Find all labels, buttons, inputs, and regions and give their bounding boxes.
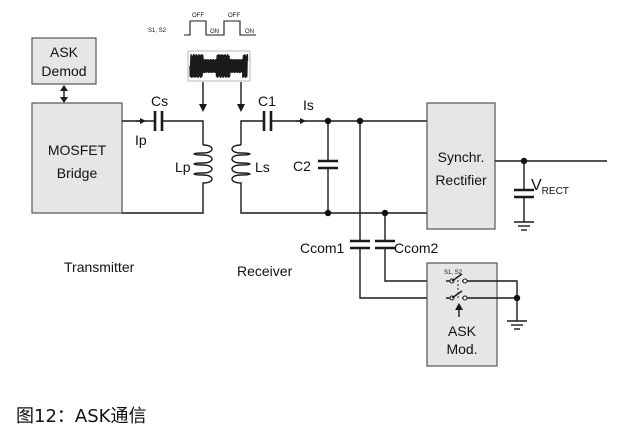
- cs-label: Cs: [151, 93, 168, 109]
- output-wiring: [495, 157, 607, 231]
- ccom1-label: Ccom1: [300, 240, 345, 256]
- waveform-off-label-2: OFF: [228, 13, 240, 19]
- waveform-inset: S1, S2 OFF OFF ON ON: [148, 13, 256, 82]
- ask-demod-line1: ASK: [50, 44, 79, 60]
- transmitter-label: Transmitter: [64, 259, 135, 275]
- ask-mod-block: S1, S2 ASK Mod.: [426, 262, 498, 367]
- ask-circuit-diagram: ASK Demod MOSFET Bridge Cs Ip Lp Ls S1, …: [31, 13, 607, 367]
- ccom1-capacitor: [350, 121, 446, 299]
- rectifier-line2: Rectifier: [435, 172, 487, 188]
- mod-ground-wiring: [470, 280, 527, 330]
- cs-capacitor: [153, 111, 164, 131]
- ask-mod-line1: ASK: [448, 323, 477, 339]
- ask-demod-block: ASK Demod: [31, 37, 97, 85]
- ccom2-capacitor: [375, 213, 446, 282]
- c1-label: C1: [258, 93, 276, 109]
- c1-capacitor: [262, 111, 273, 131]
- waveform-signal-label: S1, S2: [148, 28, 167, 34]
- lp-label: Lp: [175, 159, 191, 175]
- ccom2-label: Ccom2: [394, 240, 439, 256]
- lp-coil: [193, 144, 213, 185]
- rectifier-block: Synchr. Rectifier: [426, 102, 496, 230]
- waveform-on-label-2: ON: [245, 29, 254, 35]
- mosfet-line1: MOSFET: [48, 142, 107, 158]
- demod-link-arrow: [60, 85, 68, 103]
- c2-label: C2: [293, 158, 311, 174]
- receiver-label: Receiver: [237, 263, 293, 279]
- primary-wiring: [122, 118, 204, 214]
- ls-coil: [231, 144, 251, 185]
- vrect-label: VRECT: [531, 177, 569, 197]
- mosfet-bridge-block: MOSFET Bridge: [31, 102, 123, 214]
- ls-label: Ls: [255, 159, 270, 175]
- junction-dot: [324, 117, 332, 125]
- waveform-on-label-1: ON: [210, 29, 219, 35]
- ask-demod-line2: Demod: [41, 63, 86, 79]
- figure-caption: 图12：ASK通信: [16, 406, 147, 427]
- switch-label: S1, S2: [444, 270, 463, 276]
- secondary-wiring: [240, 118, 427, 214]
- mosfet-line2: Bridge: [57, 165, 98, 181]
- is-label: Is: [303, 97, 314, 113]
- junction-dot: [324, 209, 332, 217]
- rectifier-line1: Synchr.: [438, 149, 485, 165]
- ip-label: Ip: [135, 132, 147, 148]
- waveform-arrows: [199, 82, 245, 112]
- c2-capacitor: [318, 121, 338, 213]
- waveform-off-label-1: OFF: [192, 13, 204, 19]
- ask-mod-line2: Mod.: [446, 341, 477, 357]
